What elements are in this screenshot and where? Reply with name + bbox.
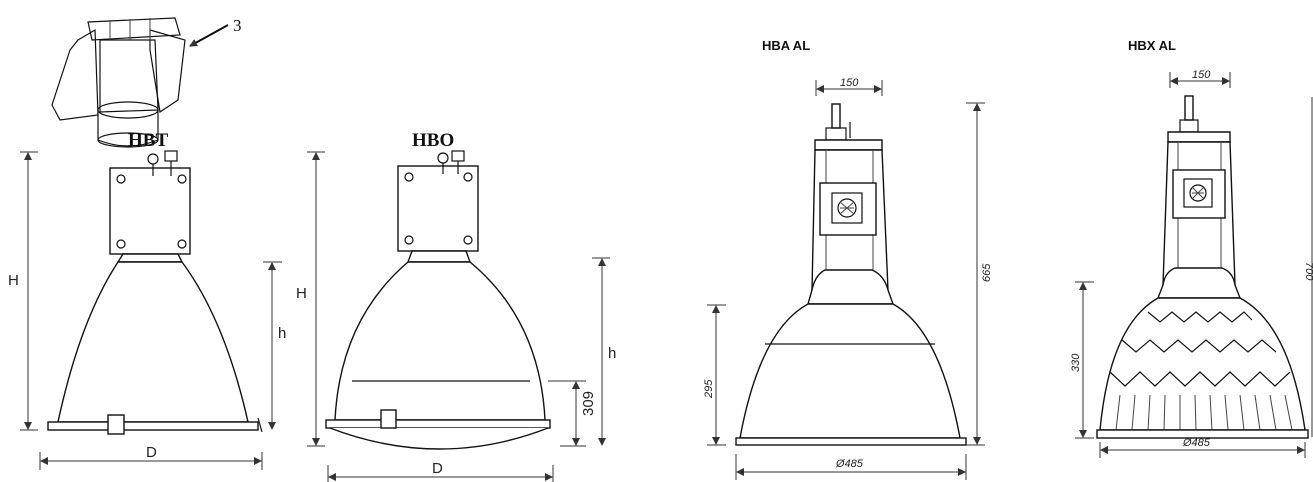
hba-diameter: Ø485 (835, 458, 864, 470)
callout-arrow (189, 24, 229, 47)
hbx-reflector-height: 330 (1070, 353, 1082, 372)
hbx-title: HBX AL (1128, 38, 1176, 53)
hba-luminaire (735, 103, 967, 446)
hbt-height-label: H (8, 272, 19, 289)
hbo-309-label: 309 (580, 391, 597, 416)
hbo-height-label: H (296, 285, 307, 302)
hbx-top-width: 150 (1192, 69, 1211, 81)
hbt-luminaire (47, 150, 263, 435)
hbt-diameter-label: D (146, 444, 157, 461)
hbt-h-label: h (278, 325, 286, 342)
hbx-diameter: Ø485 (1182, 437, 1211, 449)
hbo-h-label: h (608, 345, 616, 362)
hba-top-width: 150 (840, 77, 859, 89)
hba-total-height: 665 (981, 263, 993, 282)
hba-title: HBA AL (762, 38, 810, 53)
hbx-total-height: 700 (1303, 262, 1313, 281)
hbt-title: HBT (128, 130, 168, 151)
mounting-bracket-accessory (51, 17, 186, 148)
hbo-diameter-label: D (432, 460, 443, 477)
callout-number: 3 (233, 16, 242, 35)
hba-reflector-height: 295 (703, 379, 715, 399)
hbo-title: HBO (412, 130, 454, 151)
hbx-luminaire (1096, 95, 1309, 439)
hbo-luminaire (325, 150, 551, 450)
